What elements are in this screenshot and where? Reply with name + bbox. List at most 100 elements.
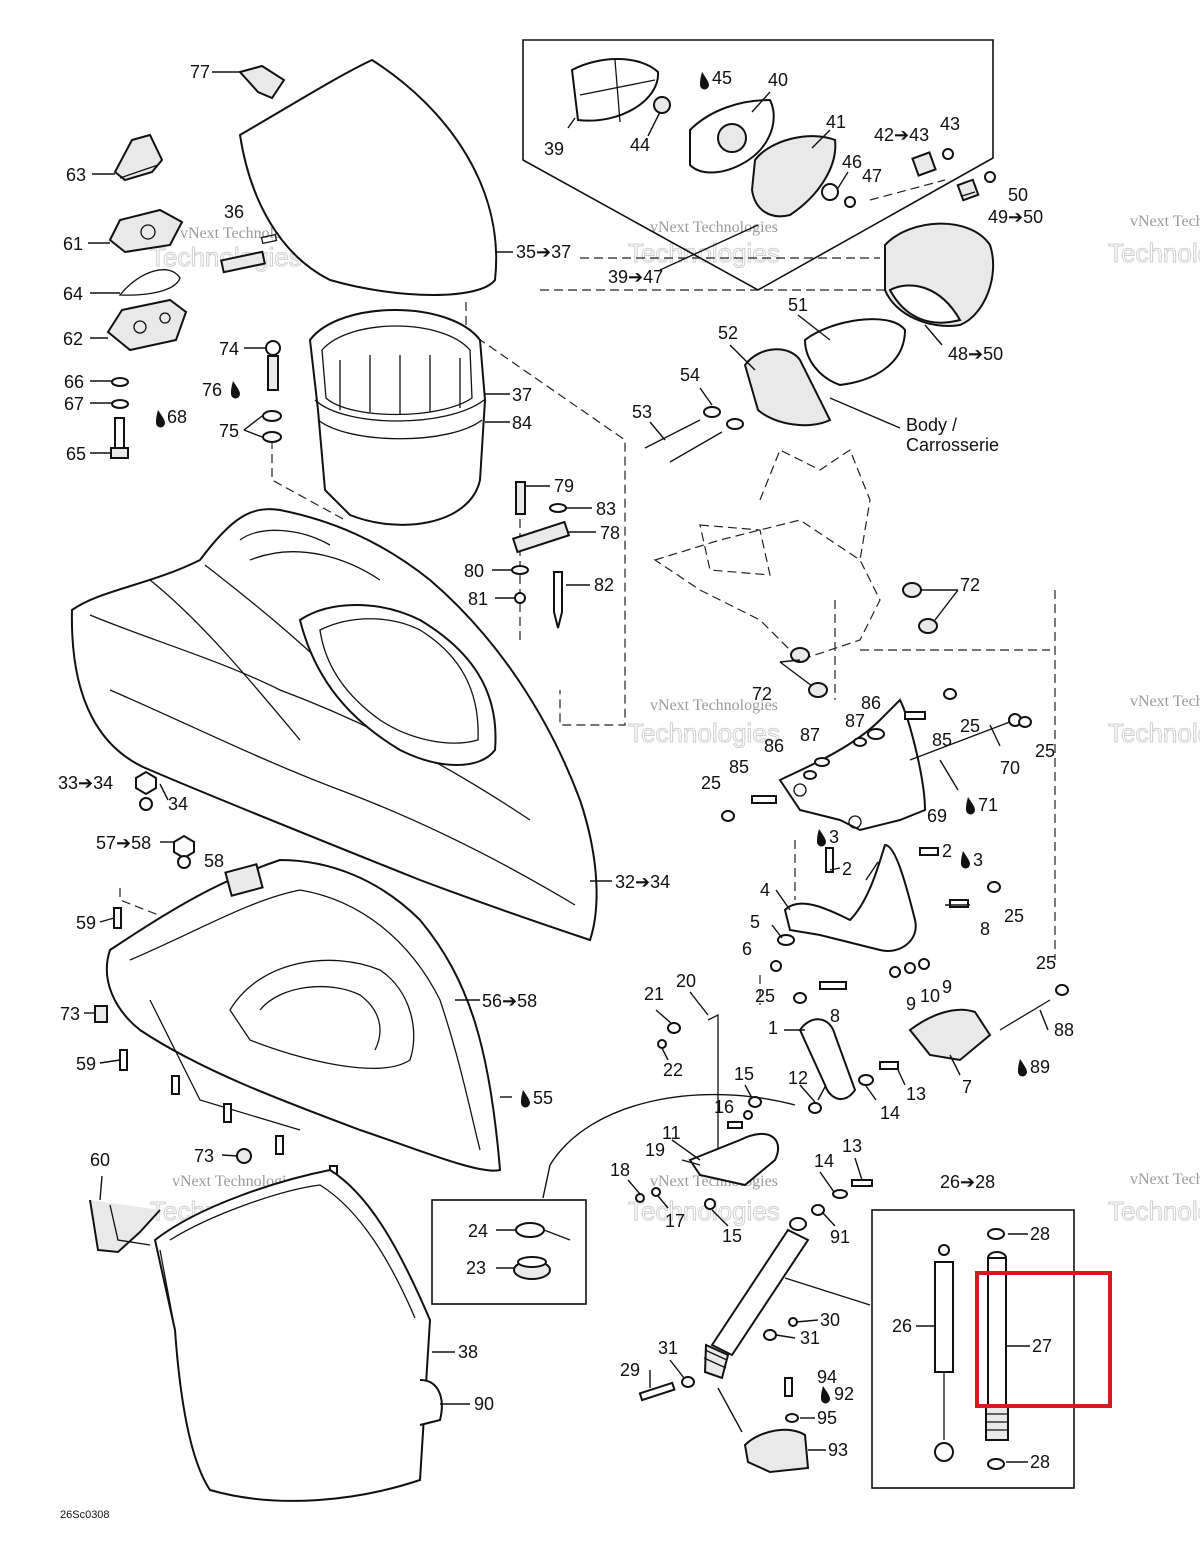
label-20: 20	[676, 971, 696, 991]
label-85: 85	[729, 757, 749, 777]
dashed-frame	[653, 449, 881, 661]
label-7: 7	[962, 1077, 972, 1097]
label-12: 12	[788, 1068, 808, 1088]
label-73: 73	[194, 1146, 214, 1166]
label-94: 94	[817, 1367, 837, 1387]
mirror-parts	[570, 58, 996, 218]
strap-64	[118, 269, 181, 296]
label-47: 47	[862, 166, 882, 186]
inset-boxes	[431, 39, 1075, 1489]
watermark-outline: Technologies	[1108, 238, 1200, 268]
label-87: 87	[800, 725, 820, 745]
label-70: 70	[1000, 758, 1020, 778]
clip-77	[238, 64, 286, 100]
label-39: 39	[544, 139, 564, 159]
strip-36	[220, 233, 278, 274]
callout-labels: 77 63 61 36 64 62 74 76 66 67 68 65 75 3…	[58, 62, 1074, 1521]
oil-drop-icon	[961, 851, 970, 869]
oil-drop-icon	[817, 829, 826, 847]
label-64: 64	[63, 284, 83, 304]
label-26-28: 26➔28	[940, 1172, 995, 1192]
label-63: 63	[66, 165, 86, 185]
label-59: 59	[76, 913, 96, 933]
label-67: 67	[64, 394, 84, 414]
label-22: 22	[663, 1060, 683, 1080]
gas-spring-27	[985, 1228, 1009, 1470]
label-37: 37	[512, 385, 532, 405]
label-25: 25	[755, 986, 775, 1006]
rear-bin	[153, 1168, 443, 1502]
label-15: 15	[734, 1064, 754, 1084]
mirror-inset-box	[522, 39, 994, 291]
label-50: 50	[1008, 185, 1028, 205]
watermark-outline: Technologies	[628, 718, 780, 748]
label-59: 59	[76, 1054, 96, 1074]
label-32-34: 32➔34	[615, 872, 670, 892]
label-41: 41	[826, 112, 846, 132]
label-77: 77	[190, 62, 210, 82]
bracket-4	[770, 843, 1069, 1004]
label-86: 86	[764, 736, 784, 756]
label-8: 8	[830, 1006, 840, 1026]
mount-62	[106, 298, 188, 352]
bracket-61	[108, 208, 184, 254]
label-88: 88	[1054, 1020, 1074, 1040]
label-23: 23	[466, 1258, 486, 1278]
watermark-outline: Technologies	[628, 238, 780, 268]
body-note-line1: Body /	[906, 415, 957, 435]
label-52: 52	[718, 323, 738, 343]
watermark-outline: Technologies	[1108, 1196, 1200, 1226]
label-27: 27	[1032, 1336, 1052, 1356]
label-71: 71	[978, 795, 998, 815]
label-21: 21	[644, 984, 664, 1004]
washers-75	[262, 410, 282, 443]
label-13: 13	[906, 1084, 926, 1104]
label-3: 3	[829, 827, 839, 847]
label-65: 65	[66, 444, 86, 464]
label-31: 31	[800, 1328, 820, 1348]
label-3: 3	[973, 850, 983, 870]
label-55: 55	[533, 1088, 553, 1108]
label-18: 18	[610, 1160, 630, 1180]
mirror-housing-48-50	[884, 222, 995, 327]
gas-spring-26	[934, 1244, 954, 1462]
label-33-34: 33➔34	[58, 773, 113, 793]
oil-drop-icon	[156, 410, 165, 428]
oil-drop-icon	[521, 1090, 530, 1108]
clamp-parts-23-24	[513, 1222, 571, 1280]
label-6: 6	[742, 939, 752, 959]
label-4: 4	[760, 880, 770, 900]
clamp-inset-box	[431, 1199, 587, 1305]
label-25: 25	[1004, 906, 1024, 926]
label-68: 68	[167, 407, 187, 427]
label-13: 13	[842, 1136, 862, 1156]
label-82: 82	[594, 575, 614, 595]
label-57-58: 57➔58	[96, 833, 151, 853]
label-5: 5	[750, 912, 760, 932]
label-14: 14	[880, 1103, 900, 1123]
mount-93-95	[743, 1377, 810, 1474]
label-81: 81	[468, 589, 488, 609]
label-85: 85	[932, 730, 952, 750]
label-72: 72	[960, 575, 980, 595]
label-25: 25	[1035, 741, 1055, 761]
label-1: 1	[768, 1018, 778, 1038]
label-84: 84	[512, 413, 532, 433]
label-29: 29	[620, 1360, 640, 1380]
label-72: 72	[752, 684, 772, 704]
label-79: 79	[554, 476, 574, 496]
label-25: 25	[960, 716, 980, 736]
label-54: 54	[680, 365, 700, 385]
lever-assembly	[635, 1096, 873, 1216]
watermark-text: vNext Technologies	[1130, 213, 1200, 230]
label-31: 31	[658, 1338, 678, 1358]
grommets-72	[790, 582, 938, 698]
label-43: 43	[940, 114, 960, 134]
oil-drop-icon	[700, 72, 709, 90]
nuts-33-34	[135, 770, 157, 811]
label-44: 44	[630, 135, 650, 155]
hinge-assembly	[511, 481, 571, 629]
oil-drop-icon	[821, 1386, 830, 1404]
hooks-60	[89, 1199, 161, 1254]
gas-strut-main	[638, 1217, 810, 1402]
